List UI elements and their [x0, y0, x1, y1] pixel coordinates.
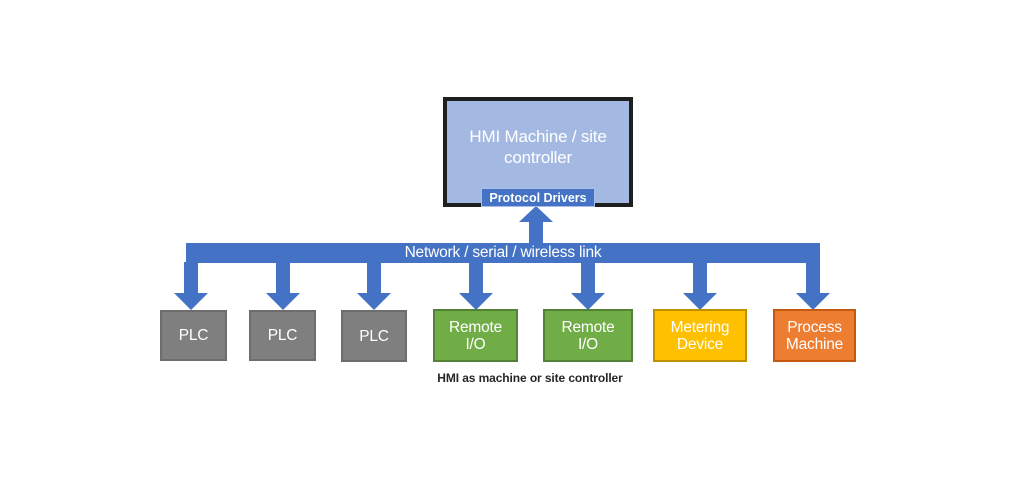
- down-arrowhead-icon: [357, 293, 391, 310]
- down-arrowhead-icon: [459, 293, 493, 310]
- network-bus-label: Network / serial / wireless link: [404, 244, 602, 261]
- down-arrowhead-icon: [266, 293, 300, 310]
- down-arrowhead-icon: [174, 293, 208, 310]
- device-box-remote-io-1: Remote I/O: [433, 309, 518, 362]
- device-box-process-machine: Process Machine: [773, 309, 856, 362]
- protocol-drivers-label: Protocol Drivers: [489, 190, 587, 205]
- device-label: Process Machine: [785, 318, 844, 353]
- device-box-plc-2: PLC: [249, 310, 316, 361]
- protocol-drivers-box: Protocol Drivers: [481, 188, 595, 207]
- down-arrow-stem: [469, 262, 483, 294]
- diagram-caption: HMI as machine or site controller: [437, 371, 623, 385]
- down-arrow-stem: [367, 262, 381, 294]
- device-box-remote-io-2: Remote I/O: [543, 309, 633, 362]
- device-label: PLC: [178, 327, 209, 344]
- down-arrow-stem: [693, 262, 707, 294]
- device-label: Remote I/O: [561, 318, 615, 353]
- up-arrow-stem: [529, 221, 543, 244]
- down-arrow-stem: [276, 262, 290, 294]
- up-arrowhead-icon: [519, 206, 553, 222]
- down-arrowhead-icon: [571, 293, 605, 310]
- device-label: Metering Device: [670, 318, 730, 353]
- device-label: Remote I/O: [448, 318, 503, 353]
- hmi-controller-label: HMI Machine / site controller: [469, 127, 607, 167]
- device-box-plc-3: PLC: [341, 310, 407, 362]
- device-box-plc-1: PLC: [160, 310, 227, 361]
- down-arrowhead-icon: [796, 293, 830, 310]
- down-arrow-stem: [806, 262, 820, 294]
- down-arrow-stem: [581, 262, 595, 294]
- network-bus-bar: Network / serial / wireless link: [186, 243, 820, 263]
- device-label: PLC: [359, 327, 389, 345]
- down-arrow-stem: [184, 262, 198, 294]
- device-label: PLC: [267, 327, 298, 344]
- down-arrowhead-icon: [683, 293, 717, 310]
- device-box-metering-device: Metering Device: [653, 309, 747, 362]
